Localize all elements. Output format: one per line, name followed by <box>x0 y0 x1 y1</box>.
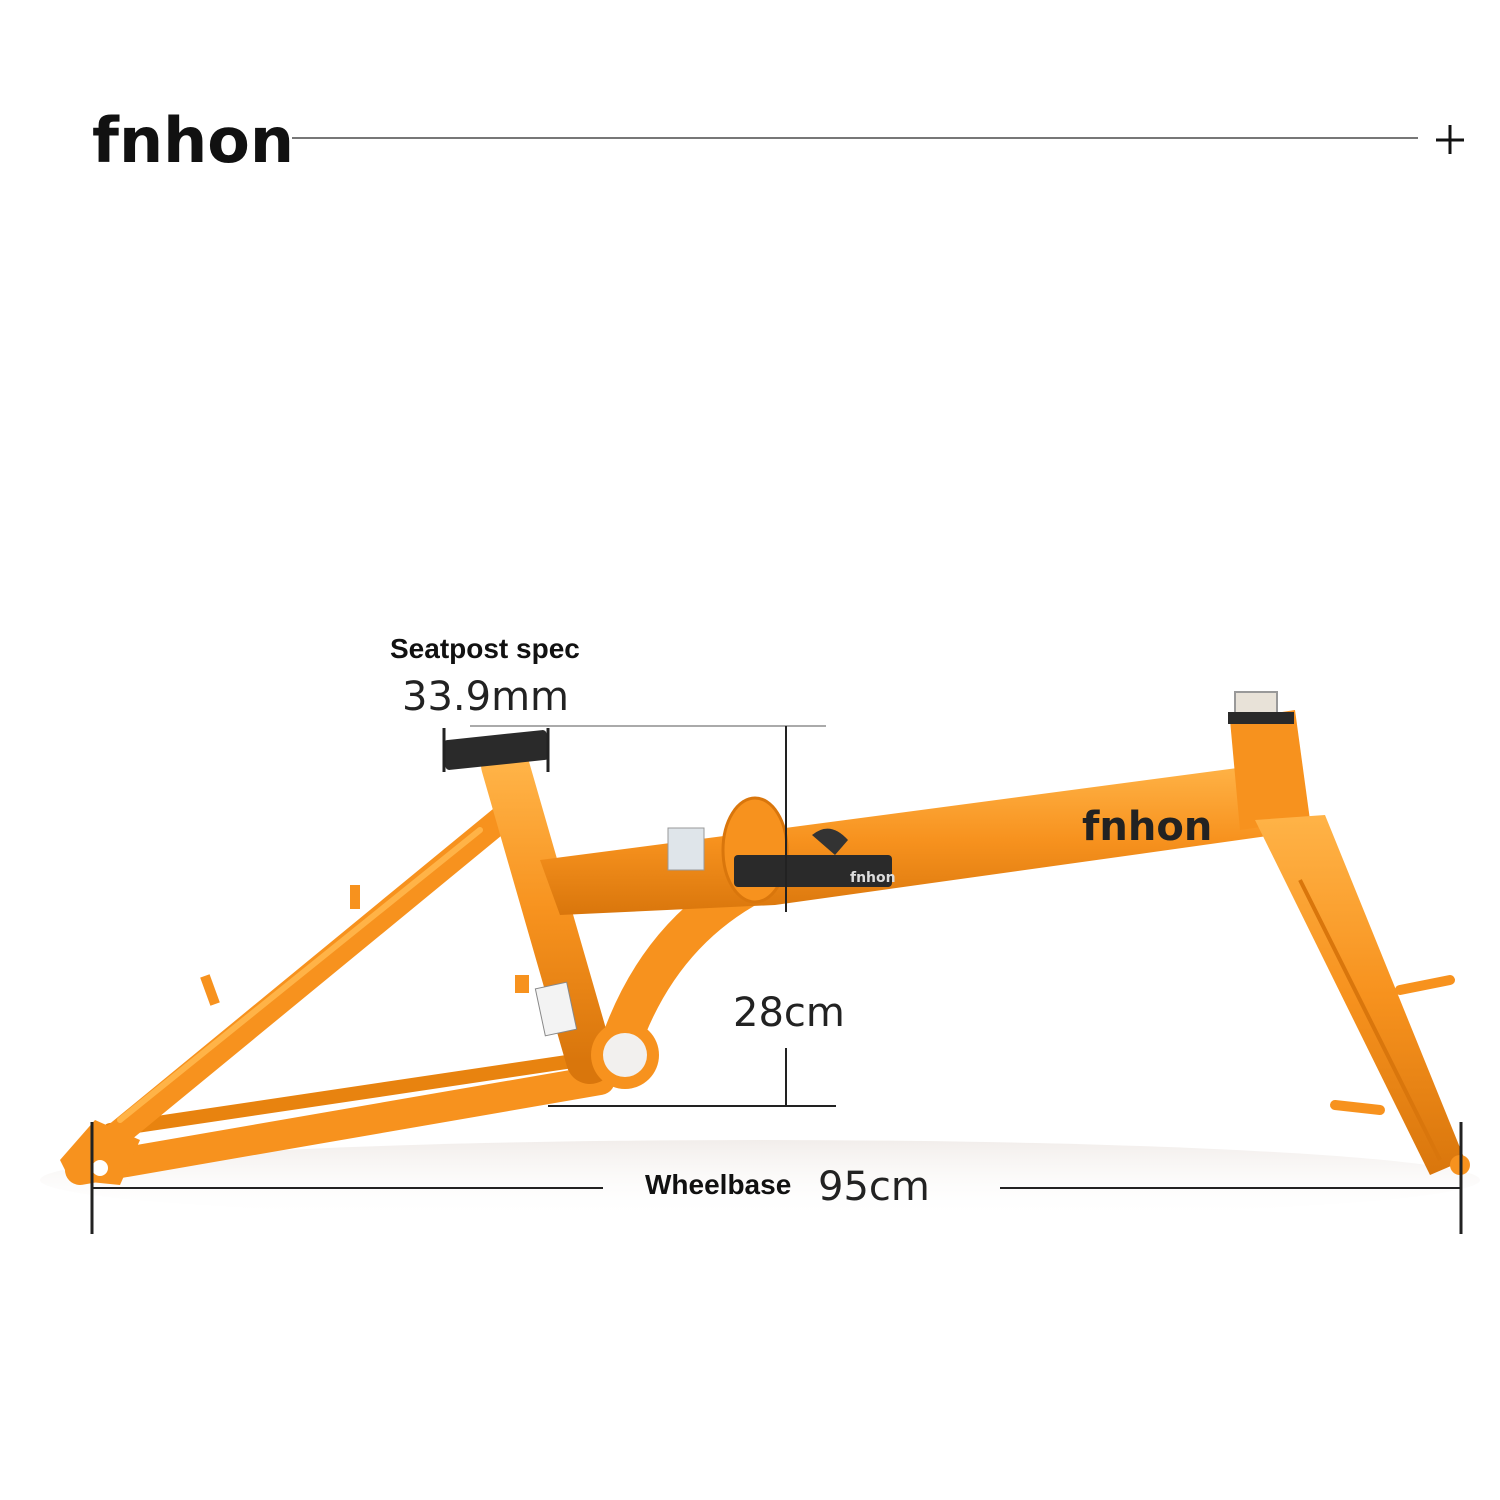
seat-tube <box>481 741 614 1084</box>
floor-shadow <box>40 1140 1480 1220</box>
wheelbase-title: Wheelbase <box>645 1169 791 1200</box>
seatpost-annotation: Seatpost spec 33.9mm <box>390 633 580 772</box>
bike-frame: fnhon fnhon <box>60 691 1470 1185</box>
clamp-decal: fnhon <box>850 870 896 886</box>
height-annotation: 28cm <box>470 725 845 1107</box>
height-value: 28cm <box>733 990 845 1036</box>
frame-sticker <box>667 827 705 871</box>
serial-sticker <box>534 981 578 1037</box>
frame-brand-decal: fnhon <box>1082 804 1212 850</box>
brand-logo: fnhon <box>92 104 294 177</box>
chainstay <box>65 1065 615 1185</box>
seatpost-value: 33.9mm <box>402 674 569 720</box>
top-tube <box>540 765 1275 915</box>
front-fork <box>1255 815 1465 1175</box>
head-tube <box>1230 710 1310 830</box>
seat-clamp <box>443 730 549 770</box>
seatpost-title: Seatpost spec <box>390 633 580 664</box>
plus-icon[interactable] <box>1436 125 1464 154</box>
wheelbase-annotation: Wheelbase 95cm <box>90 1122 1463 1234</box>
header: fnhon <box>92 104 1464 177</box>
wheelbase-value: 95cm <box>818 1164 930 1210</box>
rear-dropout <box>60 1120 140 1185</box>
hinge-clamp <box>734 855 892 887</box>
seatstay <box>67 807 513 1178</box>
